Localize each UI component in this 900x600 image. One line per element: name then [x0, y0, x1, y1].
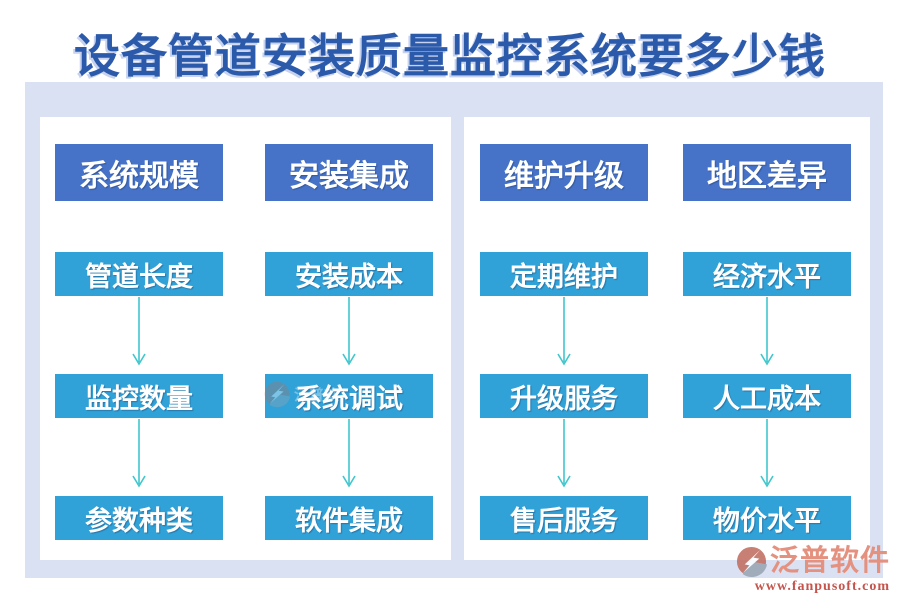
header-regional-difference: 地区差异 [683, 144, 851, 201]
down-arrow-icon [342, 418, 356, 487]
down-arrow-icon [760, 418, 774, 487]
item-labor-cost: 人工成本 [683, 374, 851, 418]
item-monitor-count: 监控数量 [55, 374, 223, 418]
item-upgrade-service: 升级服务 [480, 374, 648, 418]
header-maintenance-upgrade: 维护升级 [480, 144, 648, 201]
header-system-scale: 系统规模 [55, 144, 223, 201]
item-software-integration: 软件集成 [265, 496, 433, 540]
item-after-sales-service: 售后服务 [480, 496, 648, 540]
item-economic-level: 经济水平 [683, 252, 851, 296]
brand-url: www.fanpusoft.com [754, 579, 890, 594]
brand-watermark: 泛普软件 www.fanpusoft.com [735, 545, 890, 594]
panel-right: 维护升级 定期维护 升级服务 售后服务 地区差异 经济水平 人工成本 物价水平 [464, 117, 870, 560]
panel-left: 系统规模 管道长度 监控数量 参数种类 安装集成 安装成本 系统调试 软件集成 [40, 117, 451, 560]
down-arrow-icon [760, 296, 774, 365]
item-price-level: 物价水平 [683, 496, 851, 540]
header-installation-integration: 安装集成 [265, 144, 433, 201]
down-arrow-icon [557, 296, 571, 365]
down-arrow-icon [557, 418, 571, 487]
down-arrow-icon [342, 296, 356, 365]
down-arrow-icon [132, 418, 146, 487]
item-installation-cost: 安装成本 [265, 252, 433, 296]
down-arrow-icon [132, 296, 146, 365]
column-maintenance-upgrade: 维护升级 定期维护 升级服务 售后服务 [480, 117, 648, 560]
brand-row: 泛普软件 [735, 545, 890, 578]
fanpu-logo-icon [736, 546, 768, 578]
item-regular-maintenance: 定期维护 [480, 252, 648, 296]
item-pipe-length: 管道长度 [55, 252, 223, 296]
brand-name: 泛普软件 [769, 545, 890, 577]
item-system-debugging: 系统调试 [265, 374, 433, 418]
item-parameter-types: 参数种类 [55, 496, 223, 540]
page-title: 设备管道安装质量监控系统要多少钱 [74, 31, 826, 82]
column-installation-integration: 安装集成 安装成本 系统调试 软件集成 [265, 117, 433, 560]
column-system-scale: 系统规模 管道长度 监控数量 参数种类 [55, 117, 223, 560]
column-regional-difference: 地区差异 经济水平 人工成本 物价水平 [683, 117, 851, 560]
